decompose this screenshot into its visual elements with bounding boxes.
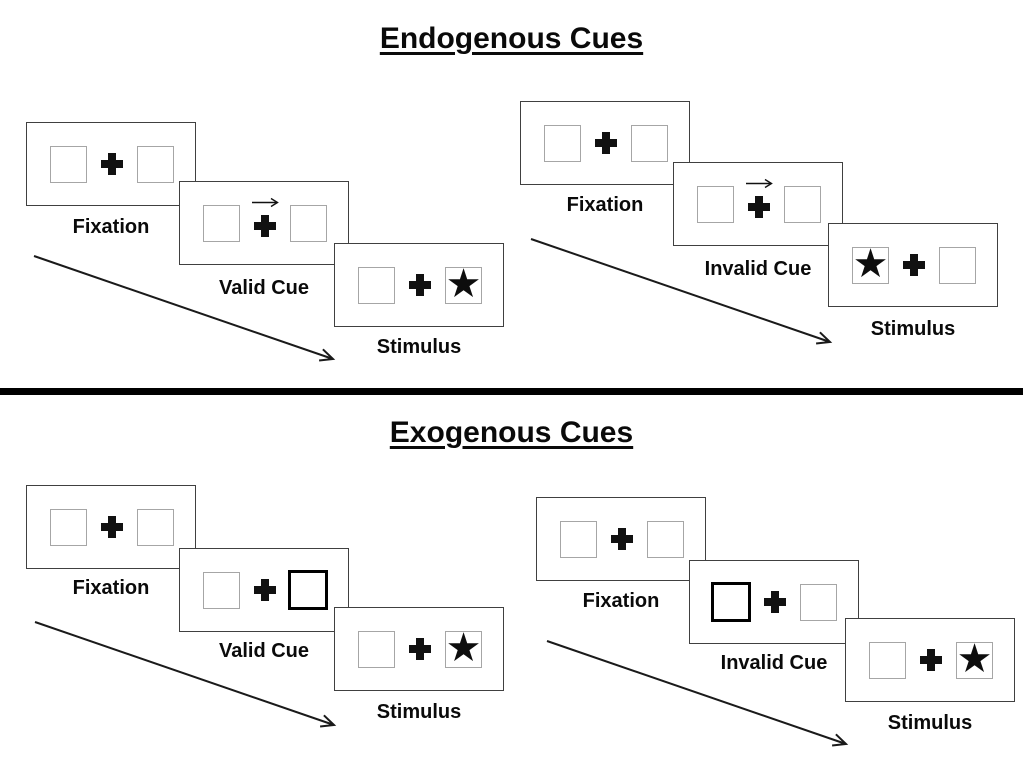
right-box bbox=[290, 205, 327, 242]
star-icon: ★ bbox=[956, 635, 993, 682]
bold-cue-box bbox=[711, 582, 751, 622]
right-box bbox=[800, 584, 837, 621]
fixation-panel bbox=[520, 101, 690, 185]
fixation-cross-icon bbox=[101, 153, 123, 175]
frame-label: Invalid Cue bbox=[704, 258, 812, 280]
left-box bbox=[869, 642, 906, 679]
frame-label: Fixation bbox=[582, 590, 660, 612]
left-box bbox=[203, 572, 240, 609]
exogenous-section-title: Exogenous Cues bbox=[389, 416, 634, 449]
left-box bbox=[50, 146, 87, 183]
stimulus-panel: ★ bbox=[828, 223, 998, 307]
fixation-panel bbox=[26, 122, 196, 206]
fixation-cross-icon bbox=[611, 528, 633, 550]
stimulus-panel: ★ bbox=[334, 243, 504, 327]
fixation-panel bbox=[26, 485, 196, 569]
left-box: ★ bbox=[852, 240, 889, 287]
left-box bbox=[697, 186, 734, 223]
star-icon: ★ bbox=[852, 240, 889, 287]
right-box bbox=[939, 247, 976, 284]
right-box bbox=[137, 146, 174, 183]
frame-label: Stimulus bbox=[870, 318, 956, 340]
frame-label: Valid Cue bbox=[218, 277, 310, 299]
section-divider bbox=[0, 388, 1023, 395]
invalid-cue-panel bbox=[689, 560, 859, 644]
fixation-cross-icon bbox=[595, 132, 617, 154]
right-box bbox=[631, 125, 668, 162]
stimulus-panel: ★ bbox=[334, 607, 504, 691]
left-box bbox=[358, 267, 395, 304]
stimulus-panel: ★ bbox=[845, 618, 1015, 702]
right-box: ★ bbox=[956, 635, 993, 682]
valid-cue-panel bbox=[179, 548, 349, 632]
frame-label: Invalid Cue bbox=[720, 652, 828, 674]
fixation-cross-icon bbox=[254, 215, 276, 237]
fixation-cross-icon bbox=[409, 274, 431, 296]
bold-cue-box bbox=[288, 570, 328, 610]
fixation-cross-icon bbox=[409, 638, 431, 660]
valid-cue-panel bbox=[179, 181, 349, 265]
frame-label: Fixation bbox=[72, 216, 150, 238]
frame-label: Fixation bbox=[566, 194, 644, 216]
frame-label: Stimulus bbox=[887, 712, 973, 734]
fixation-cross-icon bbox=[764, 591, 786, 613]
right-box bbox=[137, 509, 174, 546]
timeline-arrow-icon bbox=[530, 238, 833, 345]
left-box bbox=[358, 631, 395, 668]
fixation-cross-icon bbox=[920, 649, 942, 671]
right-box bbox=[647, 521, 684, 558]
right-box: ★ bbox=[445, 624, 482, 671]
star-icon: ★ bbox=[445, 624, 482, 671]
left-box bbox=[203, 205, 240, 242]
endogenous-section-title: Endogenous Cues bbox=[379, 22, 644, 55]
frame-label: Valid Cue bbox=[218, 640, 310, 662]
left-box bbox=[50, 509, 87, 546]
timeline-arrow-icon bbox=[34, 621, 337, 728]
fixation-cross-icon bbox=[101, 516, 123, 538]
timeline-arrow-icon bbox=[33, 255, 336, 362]
fixation-cross-icon bbox=[254, 579, 276, 601]
left-box bbox=[560, 521, 597, 558]
fixation-cross-icon bbox=[748, 196, 770, 218]
left-box bbox=[544, 125, 581, 162]
star-icon: ★ bbox=[445, 260, 482, 307]
frame-label: Stimulus bbox=[376, 336, 462, 358]
frame-label: Stimulus bbox=[376, 701, 462, 723]
right-box bbox=[784, 186, 821, 223]
timeline-arrow-icon bbox=[546, 640, 849, 747]
fixation-cross-icon bbox=[903, 254, 925, 276]
frame-label: Fixation bbox=[72, 577, 150, 599]
right-box: ★ bbox=[445, 260, 482, 307]
invalid-cue-panel bbox=[673, 162, 843, 246]
arrow-right-cue-icon bbox=[746, 178, 773, 189]
arrow-right-cue-icon bbox=[252, 197, 279, 208]
fixation-panel bbox=[536, 497, 706, 581]
